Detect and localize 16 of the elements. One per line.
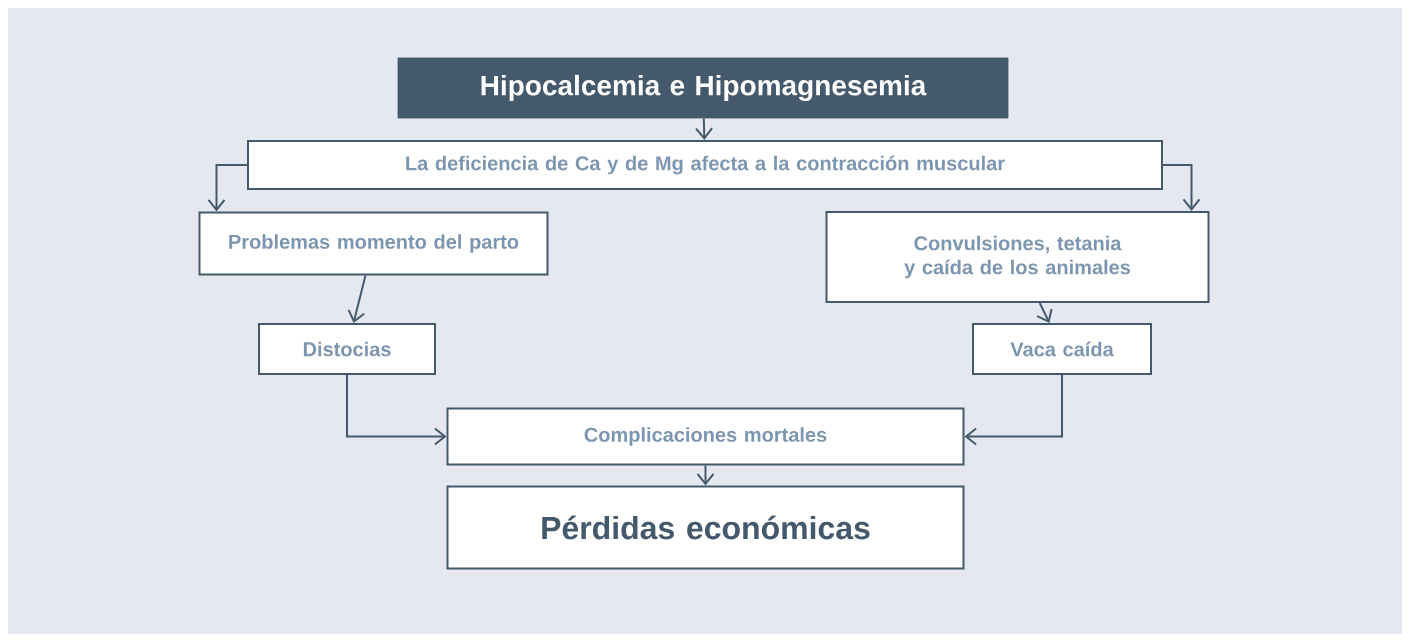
process-box: La deficiencia de Ca y de Mg afecta a la contracción muscular [247,140,1163,190]
arrow [347,274,367,323]
process-box: Distocias [258,323,436,375]
process-box: Vaca caída [972,323,1152,375]
arrow [1036,302,1053,323]
process-box: Complicaciones mortales [446,407,965,466]
arrow [696,464,715,486]
process-box: Convulsiones, tetania y caída de los animales [825,211,1210,303]
arrow [346,374,447,446]
process-box: Problemas momento del parto [198,211,549,276]
arrow [695,117,714,140]
title-box: Hipocalcemia e Hipomagnesemia [397,57,1009,119]
result-box: Pérdidas económicas [446,485,965,570]
arrow [964,374,1063,446]
arrow [207,164,248,212]
arrow [1162,164,1201,211]
